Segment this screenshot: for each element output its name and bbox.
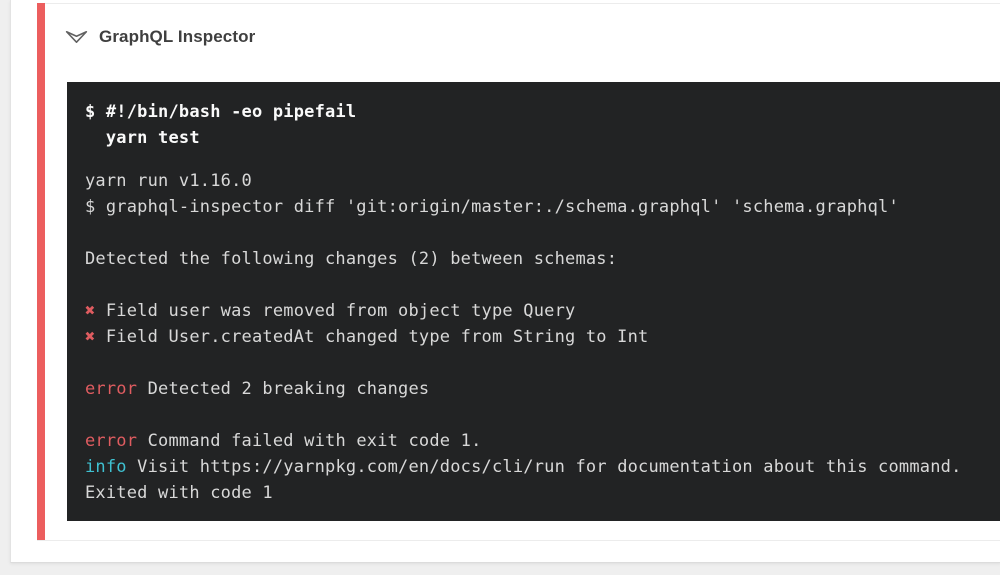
terminal-line: Detected the following changes (2) betwe…	[85, 249, 618, 269]
terminal-command-block: $ #!/bin/bash -eo pipefail yarn test	[85, 99, 1000, 151]
step-row-bottom-divider	[37, 540, 1000, 541]
terminal-line	[85, 350, 1000, 376]
check-run-card: GraphQL Inspector $ #!/bin/bash -eo pipe…	[10, 0, 1000, 563]
terminal-line: $ #!/bin/bash -eo pipefail	[85, 102, 357, 122]
terminal-line	[85, 220, 1000, 246]
terminal-line: info Visit https://yarnpkg.com/en/docs/c…	[85, 457, 962, 477]
step-row-top-divider	[37, 3, 1000, 4]
step-header[interactable]: GraphQL Inspector	[63, 22, 255, 52]
double-chevron-down-icon[interactable]	[63, 24, 89, 50]
terminal-line: yarn test	[85, 128, 200, 148]
terminal-line: error Detected 2 breaking changes	[85, 379, 430, 399]
terminal-line: ✖ Field User.createdAt changed type from…	[85, 327, 649, 347]
terminal-line: Exited with code 1	[85, 483, 273, 503]
terminal-line	[85, 402, 1000, 428]
terminal-panel: $ #!/bin/bash -eo pipefail yarn test yar…	[67, 82, 1000, 521]
terminal-line: yarn run v1.16.0	[85, 171, 252, 191]
terminal-line	[85, 272, 1000, 298]
terminal-line: $ graphql-inspector diff 'git:origin/mas…	[85, 197, 899, 217]
terminal-line: ✖ Field user was removed from object typ…	[85, 301, 576, 321]
failed-step-stripe	[37, 3, 45, 541]
terminal-line: error Command failed with exit code 1.	[85, 431, 482, 451]
terminal-output: yarn run v1.16.0 $ graphql-inspector diff…	[85, 168, 1000, 506]
step-title: GraphQL Inspector	[99, 27, 256, 46]
